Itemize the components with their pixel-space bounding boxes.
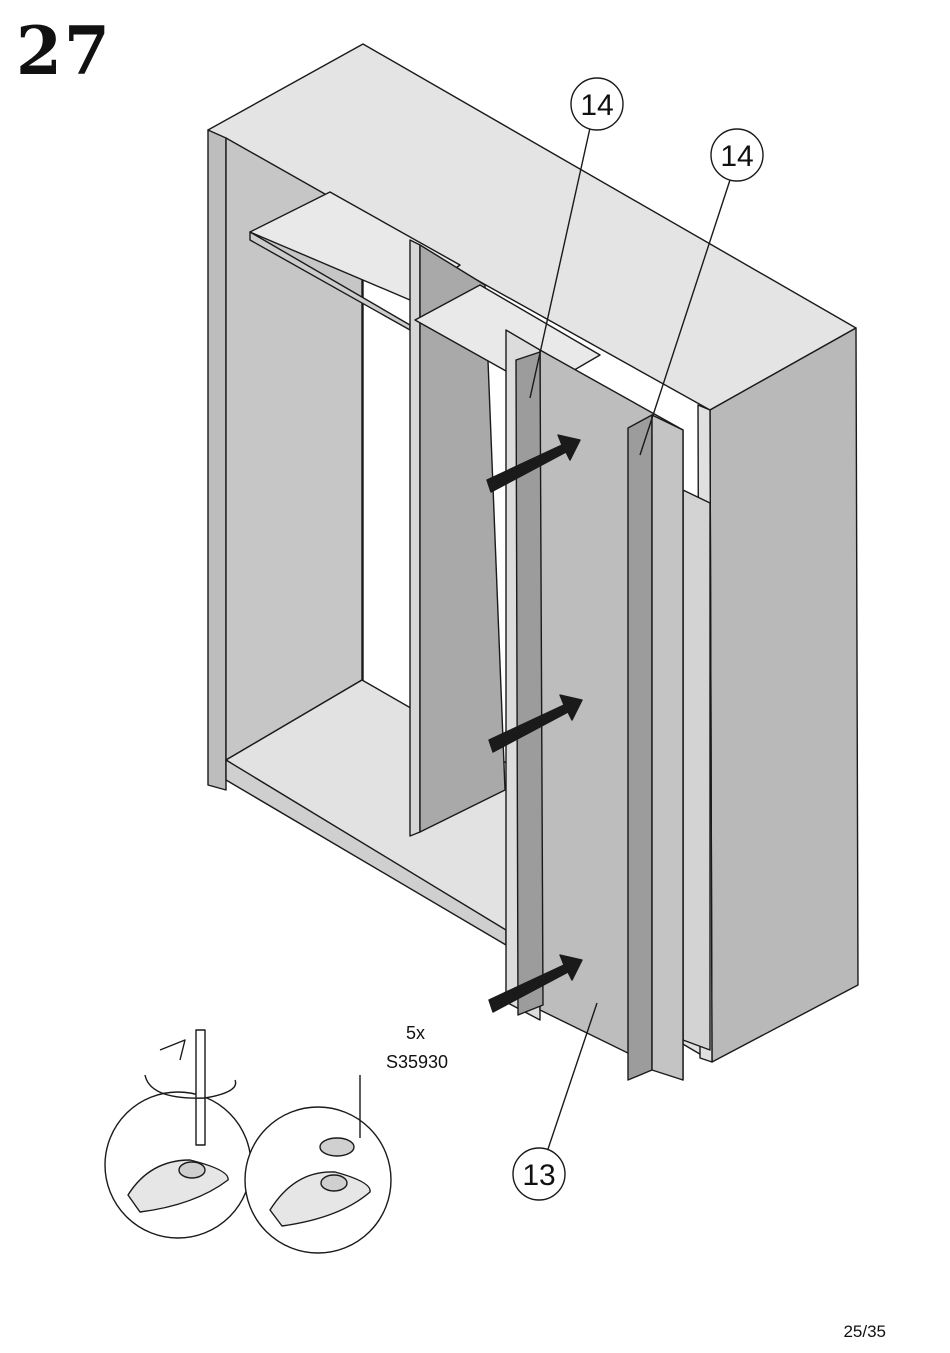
cover-cap-icon xyxy=(320,1138,354,1156)
right-inner-panel xyxy=(683,490,710,1050)
callout-13-label: 13 xyxy=(522,1159,555,1192)
rotate-arrow-icon xyxy=(145,1040,236,1098)
page-counter: 25/35 xyxy=(843,1322,886,1342)
callout-14-left-label: 14 xyxy=(580,89,613,122)
right-side-panel xyxy=(710,328,858,1062)
left-side-panel xyxy=(208,130,226,790)
hardware-part-code: S35930 xyxy=(386,1052,448,1073)
trim-14-right xyxy=(628,415,652,1080)
screwdriver-shaft xyxy=(196,1030,205,1145)
trim-14-left xyxy=(516,352,543,1015)
callout-14-right-label: 14 xyxy=(720,140,753,173)
foot-screw-2 xyxy=(321,1175,347,1191)
hardware-quantity: 5x xyxy=(406,1023,425,1044)
trim-14-right-face xyxy=(652,415,683,1080)
foot-screw-1 xyxy=(179,1162,205,1178)
middle-divider xyxy=(410,240,420,836)
